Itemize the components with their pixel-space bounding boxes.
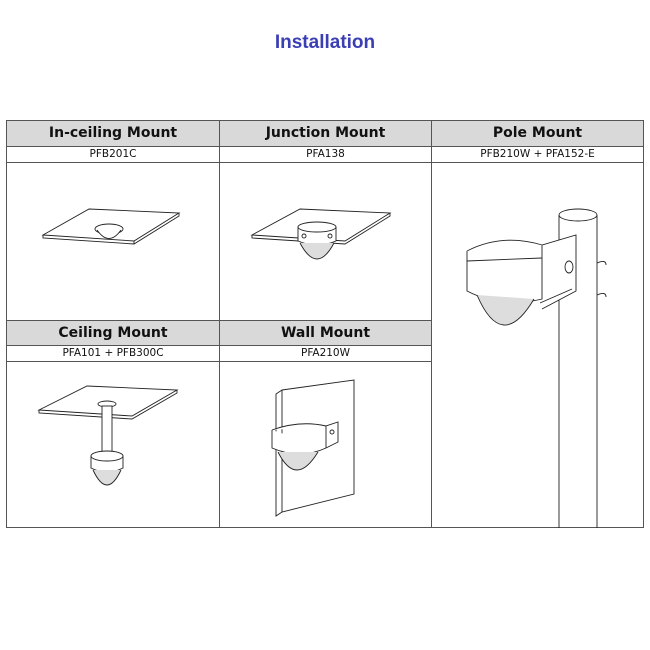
model-ceiling-mount: PFA101 + PFB300C [6,345,220,362]
in-ceiling-mount-illustration [6,162,220,321]
junction-mount-illustration [219,162,432,321]
header-pole-mount: Pole Mount [431,120,644,147]
header-in-ceiling-mount: In-ceiling Mount [6,120,220,147]
model-wall-mount: PFA210W [219,345,432,362]
model-junction-mount: PFA138 [219,146,432,163]
header-ceiling-mount: Ceiling Mount [6,320,220,346]
pole-mount-illustration [431,162,644,528]
header-wall-mount: Wall Mount [219,320,432,346]
header-junction-mount: Junction Mount [219,120,432,147]
model-in-ceiling-mount: PFB201C [6,146,220,163]
model-pole-mount: PFB210W + PFA152-E [431,146,644,163]
ceiling-mount-illustration [6,361,220,528]
page-title: Installation [274,32,376,53]
wall-mount-illustration [219,361,432,528]
